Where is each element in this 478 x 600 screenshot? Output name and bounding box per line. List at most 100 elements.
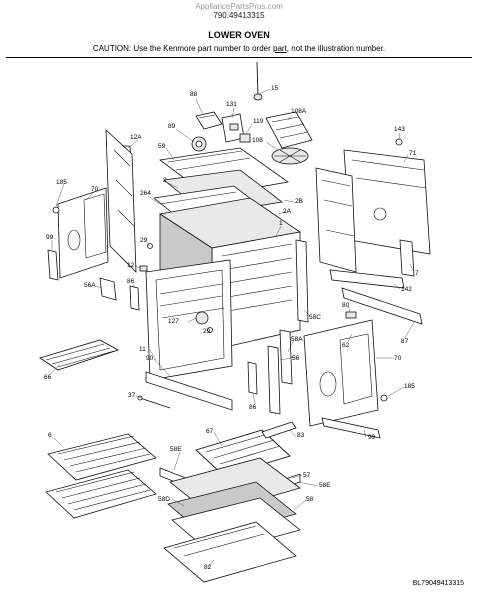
callout-59[interactable]: 59 [158, 143, 166, 150]
caution-text: CAUTION: Use the Kenmore part number to … [92, 44, 273, 53]
callout-58E-left[interactable]: 58E [170, 446, 182, 453]
part-12-clip[interactable] [139, 265, 148, 272]
callout-70-left[interactable]: 70 [91, 186, 99, 193]
part-56-door-trim[interactable] [267, 345, 281, 415]
part-185-screw-left[interactable] [52, 206, 60, 214]
part-82-bottom-tray[interactable] [163, 521, 297, 583]
callout-108A[interactable]: 108A [291, 108, 307, 115]
callout-37[interactable]: 37 [128, 392, 136, 399]
callout-185-right[interactable]: 185 [404, 383, 415, 390]
callout-11[interactable]: 11 [139, 346, 146, 353]
callout-12A[interactable]: 12A [130, 134, 142, 141]
part-side-panel-right[interactable] [315, 167, 357, 273]
part-58C-trim[interactable] [295, 239, 309, 323]
callout-119[interactable]: 119 [253, 118, 264, 125]
callout-143[interactable]: 143 [394, 126, 405, 133]
callout-185-left[interactable]: 185 [56, 179, 67, 186]
callout-2A[interactable]: 2A [283, 208, 291, 215]
callout-86-right[interactable]: 86 [249, 404, 257, 411]
diagram-code: BL79049413315 [412, 580, 464, 587]
callout-12[interactable]: 12 [127, 262, 135, 269]
callout-89[interactable]: 89 [168, 123, 176, 130]
callout-56[interactable]: 56 [292, 355, 300, 362]
part-7-bracket[interactable] [399, 239, 415, 277]
part-80-block[interactable] [345, 311, 357, 319]
part-142-strip[interactable] [329, 269, 405, 289]
callout-56A[interactable]: 56A [84, 282, 96, 289]
callout-88[interactable]: 88 [190, 91, 198, 98]
callout-83[interactable]: 83 [297, 432, 305, 439]
callout-70-right[interactable]: 70 [394, 355, 402, 362]
callout-29-top[interactable]: 29 [140, 237, 148, 244]
part-70-side-panel-right[interactable] [303, 319, 379, 427]
part-86-hinge-right[interactable] [247, 361, 258, 395]
site-watermark: AppliancePartsPros.com [195, 2, 283, 11]
header-divider [6, 57, 472, 58]
part-90-trim[interactable] [145, 371, 233, 411]
callout-6[interactable]: 6 [48, 432, 52, 439]
callout-71[interactable]: 71 [409, 150, 417, 157]
callout-15[interactable]: 15 [271, 85, 279, 92]
callout-58C[interactable]: 58C [309, 314, 321, 321]
callout-127[interactable]: 127 [168, 318, 179, 325]
part-side-panel-left[interactable] [105, 129, 137, 273]
callout-131[interactable]: 131 [226, 101, 237, 108]
part-6-rack-lower[interactable] [45, 469, 157, 519]
part-108A-fan-housing[interactable] [265, 111, 313, 149]
part-29-screw-lower[interactable] [207, 327, 213, 333]
callout-67[interactable]: 67 [206, 428, 214, 435]
callout-2B[interactable]: 2B [295, 198, 303, 205]
callout-58D[interactable]: 58D [158, 496, 170, 503]
part-89-grommet[interactable] [191, 136, 207, 152]
callout-142[interactable]: 142 [401, 286, 412, 293]
callout-99-left[interactable]: 99 [46, 234, 54, 241]
part-15-probe[interactable] [253, 61, 263, 101]
part-56A-trim[interactable] [99, 277, 117, 301]
callout-264[interactable]: 264 [140, 190, 151, 197]
model-number: 790.49413315 [213, 11, 265, 20]
part-58A-trim[interactable] [279, 329, 293, 385]
part-108-blower[interactable] [271, 147, 309, 165]
part-119-clip[interactable] [239, 133, 251, 143]
caution-text-end: , not the illustration number. [286, 44, 386, 53]
callout-87[interactable]: 87 [401, 338, 409, 345]
part-185-screw-right[interactable] [380, 394, 388, 402]
callout-1[interactable]: 1 [279, 220, 283, 227]
callout-58[interactable]: 58 [306, 496, 314, 503]
part-67-bake-element[interactable] [195, 429, 291, 477]
callout-leaders [49, 88, 415, 568]
callout-86-left[interactable]: 86 [127, 278, 135, 285]
part-71-rear-panel[interactable] [343, 149, 431, 255]
caution-note: CAUTION: Use the Kenmore part number to … [0, 44, 478, 53]
callout-82[interactable]: 82 [204, 564, 212, 571]
part-70-side-panel-left[interactable] [57, 187, 109, 279]
callout-90[interactable]: 90 [146, 355, 154, 362]
caution-part-link[interactable]: part [273, 44, 287, 53]
part-88-bracket[interactable] [195, 111, 223, 130]
part-11-door-frame[interactable] [145, 259, 233, 381]
part-99-strip-left[interactable] [47, 249, 59, 281]
part-127-lamp[interactable] [195, 311, 209, 325]
callout-7[interactable]: 7 [415, 270, 419, 277]
part-83-bracket[interactable] [261, 421, 297, 439]
part-37-wire[interactable] [137, 395, 171, 409]
callout-62[interactable]: 62 [342, 342, 350, 349]
part-86-hinge-left[interactable] [129, 285, 140, 311]
callout-29-lower[interactable]: 29 [203, 328, 211, 335]
part-99-strip-right[interactable] [321, 417, 381, 439]
callout-58A[interactable]: 58A [291, 336, 303, 343]
callout-57[interactable]: 57 [303, 472, 311, 479]
callout-58E-right[interactable]: 58E [319, 482, 331, 489]
callout-108[interactable]: 108 [252, 137, 263, 144]
diagram-title: LOWER OVEN [208, 30, 270, 40]
part-6-rack-upper[interactable] [47, 433, 157, 481]
callout-99-right[interactable]: 99 [368, 434, 376, 441]
callout-66[interactable]: 66 [44, 374, 52, 381]
callout-2[interactable]: 2 [163, 177, 167, 184]
part-66-broil-element[interactable] [38, 339, 120, 371]
part-143-screw[interactable] [395, 138, 403, 146]
callout-80[interactable]: 80 [342, 302, 350, 309]
part-87-rail[interactable] [341, 287, 423, 325]
